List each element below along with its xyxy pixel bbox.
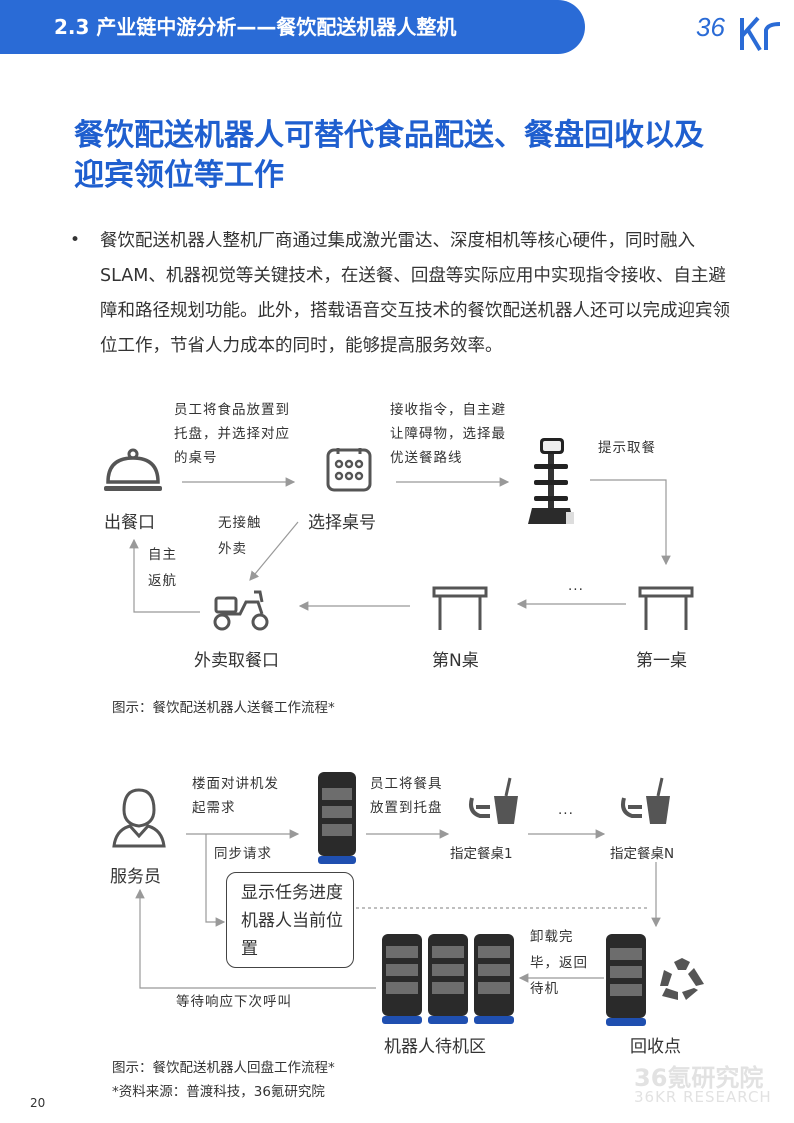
label-ellipsis-2: ... <box>558 802 574 818</box>
node-table-n: 指定餐桌N <box>610 846 675 862</box>
node-pickup: 出餐口 <box>104 513 155 533</box>
source-note: *资料来源：普渡科技，36氪研究院 <box>112 1084 325 1100</box>
waiter-icon <box>112 788 166 848</box>
node-takeout: 外卖取餐口 <box>194 651 279 671</box>
label-sync: 同步请求 <box>214 846 272 862</box>
collection-robot-icon <box>606 934 646 1026</box>
food-drink-icon <box>469 777 518 824</box>
label-return: 自主返航 <box>148 547 177 589</box>
label-unload: 卸载完毕，返回待机 <box>530 929 588 997</box>
node-collection: 回收点 <box>630 1037 681 1057</box>
header-bar <box>0 0 585 54</box>
table-icon <box>432 586 488 630</box>
node-table-n: 第N桌 <box>432 651 479 671</box>
keypad-icon <box>326 448 372 492</box>
status-display-box: 显示任务进度机器人当前位置 <box>226 872 354 968</box>
delivery-robot-icon <box>528 438 574 524</box>
cloche-icon <box>104 448 162 491</box>
label-ellipsis-1: ... <box>568 578 584 594</box>
recycle-icon <box>660 958 704 1000</box>
label-intercom: 楼面对讲机发起需求 <box>192 776 279 816</box>
return-flow-connectors <box>135 829 661 989</box>
page-number: 20 <box>30 1096 46 1110</box>
label-step2: 接收指令，自主避让障碍物，选择最优送餐路线 <box>390 402 506 466</box>
delivery-flow-connectors <box>129 477 671 613</box>
node-select-table: 选择桌号 <box>308 513 376 533</box>
page-header: 2.3 产业链中游分析——餐饮配送机器人整机 36 <box>0 0 794 54</box>
scooter-icon <box>213 590 269 631</box>
node-table-1: 第一桌 <box>636 651 687 671</box>
status-display-text: 显示任务进度机器人当前位置 <box>241 883 343 959</box>
label-wait: 等待响应下次呼叫 <box>176 994 292 1010</box>
node-standby: 机器人待机区 <box>384 1037 486 1057</box>
caption-delivery-flow: 图示：餐饮配送机器人送餐工作流程* <box>112 700 335 716</box>
caption-return-flow: 图示：餐饮配送机器人回盘工作流程* <box>112 1060 335 1076</box>
node-waiter: 服务员 <box>110 867 161 887</box>
section-title: 2.3 产业链中游分析——餐饮配送机器人整机 <box>54 15 457 39</box>
table-icon <box>638 586 694 630</box>
36kr-logo: 36 <box>696 12 781 52</box>
watermark-cn: 36氪研究院 <box>634 1064 764 1092</box>
page-headline: 餐饮配送机器人可替代食品配送、餐盘回收以及迎宾领位等工作 <box>74 118 704 193</box>
standby-robots-icon <box>382 934 514 1024</box>
body-paragraph: 餐饮配送机器人整机厂商通过集成激光雷达、深度相机等核心硬件，同时融入SLAM、机… <box>100 231 730 356</box>
food-drink-icon <box>621 777 670 824</box>
svg-text:36: 36 <box>696 12 725 42</box>
bullet-marker: • <box>70 230 81 250</box>
label-step1: 员工将食品放置到托盘，并选择对应的桌号 <box>174 402 290 466</box>
watermark-en: 36KR RESEARCH <box>634 1088 772 1106</box>
return-robot-icon <box>318 772 356 864</box>
label-staff-load: 员工将餐具放置到托盘 <box>370 776 443 816</box>
node-table-1: 指定餐桌1 <box>450 846 513 862</box>
label-contactless: 无接触外卖 <box>218 515 262 557</box>
label-prompt-pickup: 提示取餐 <box>598 440 656 456</box>
